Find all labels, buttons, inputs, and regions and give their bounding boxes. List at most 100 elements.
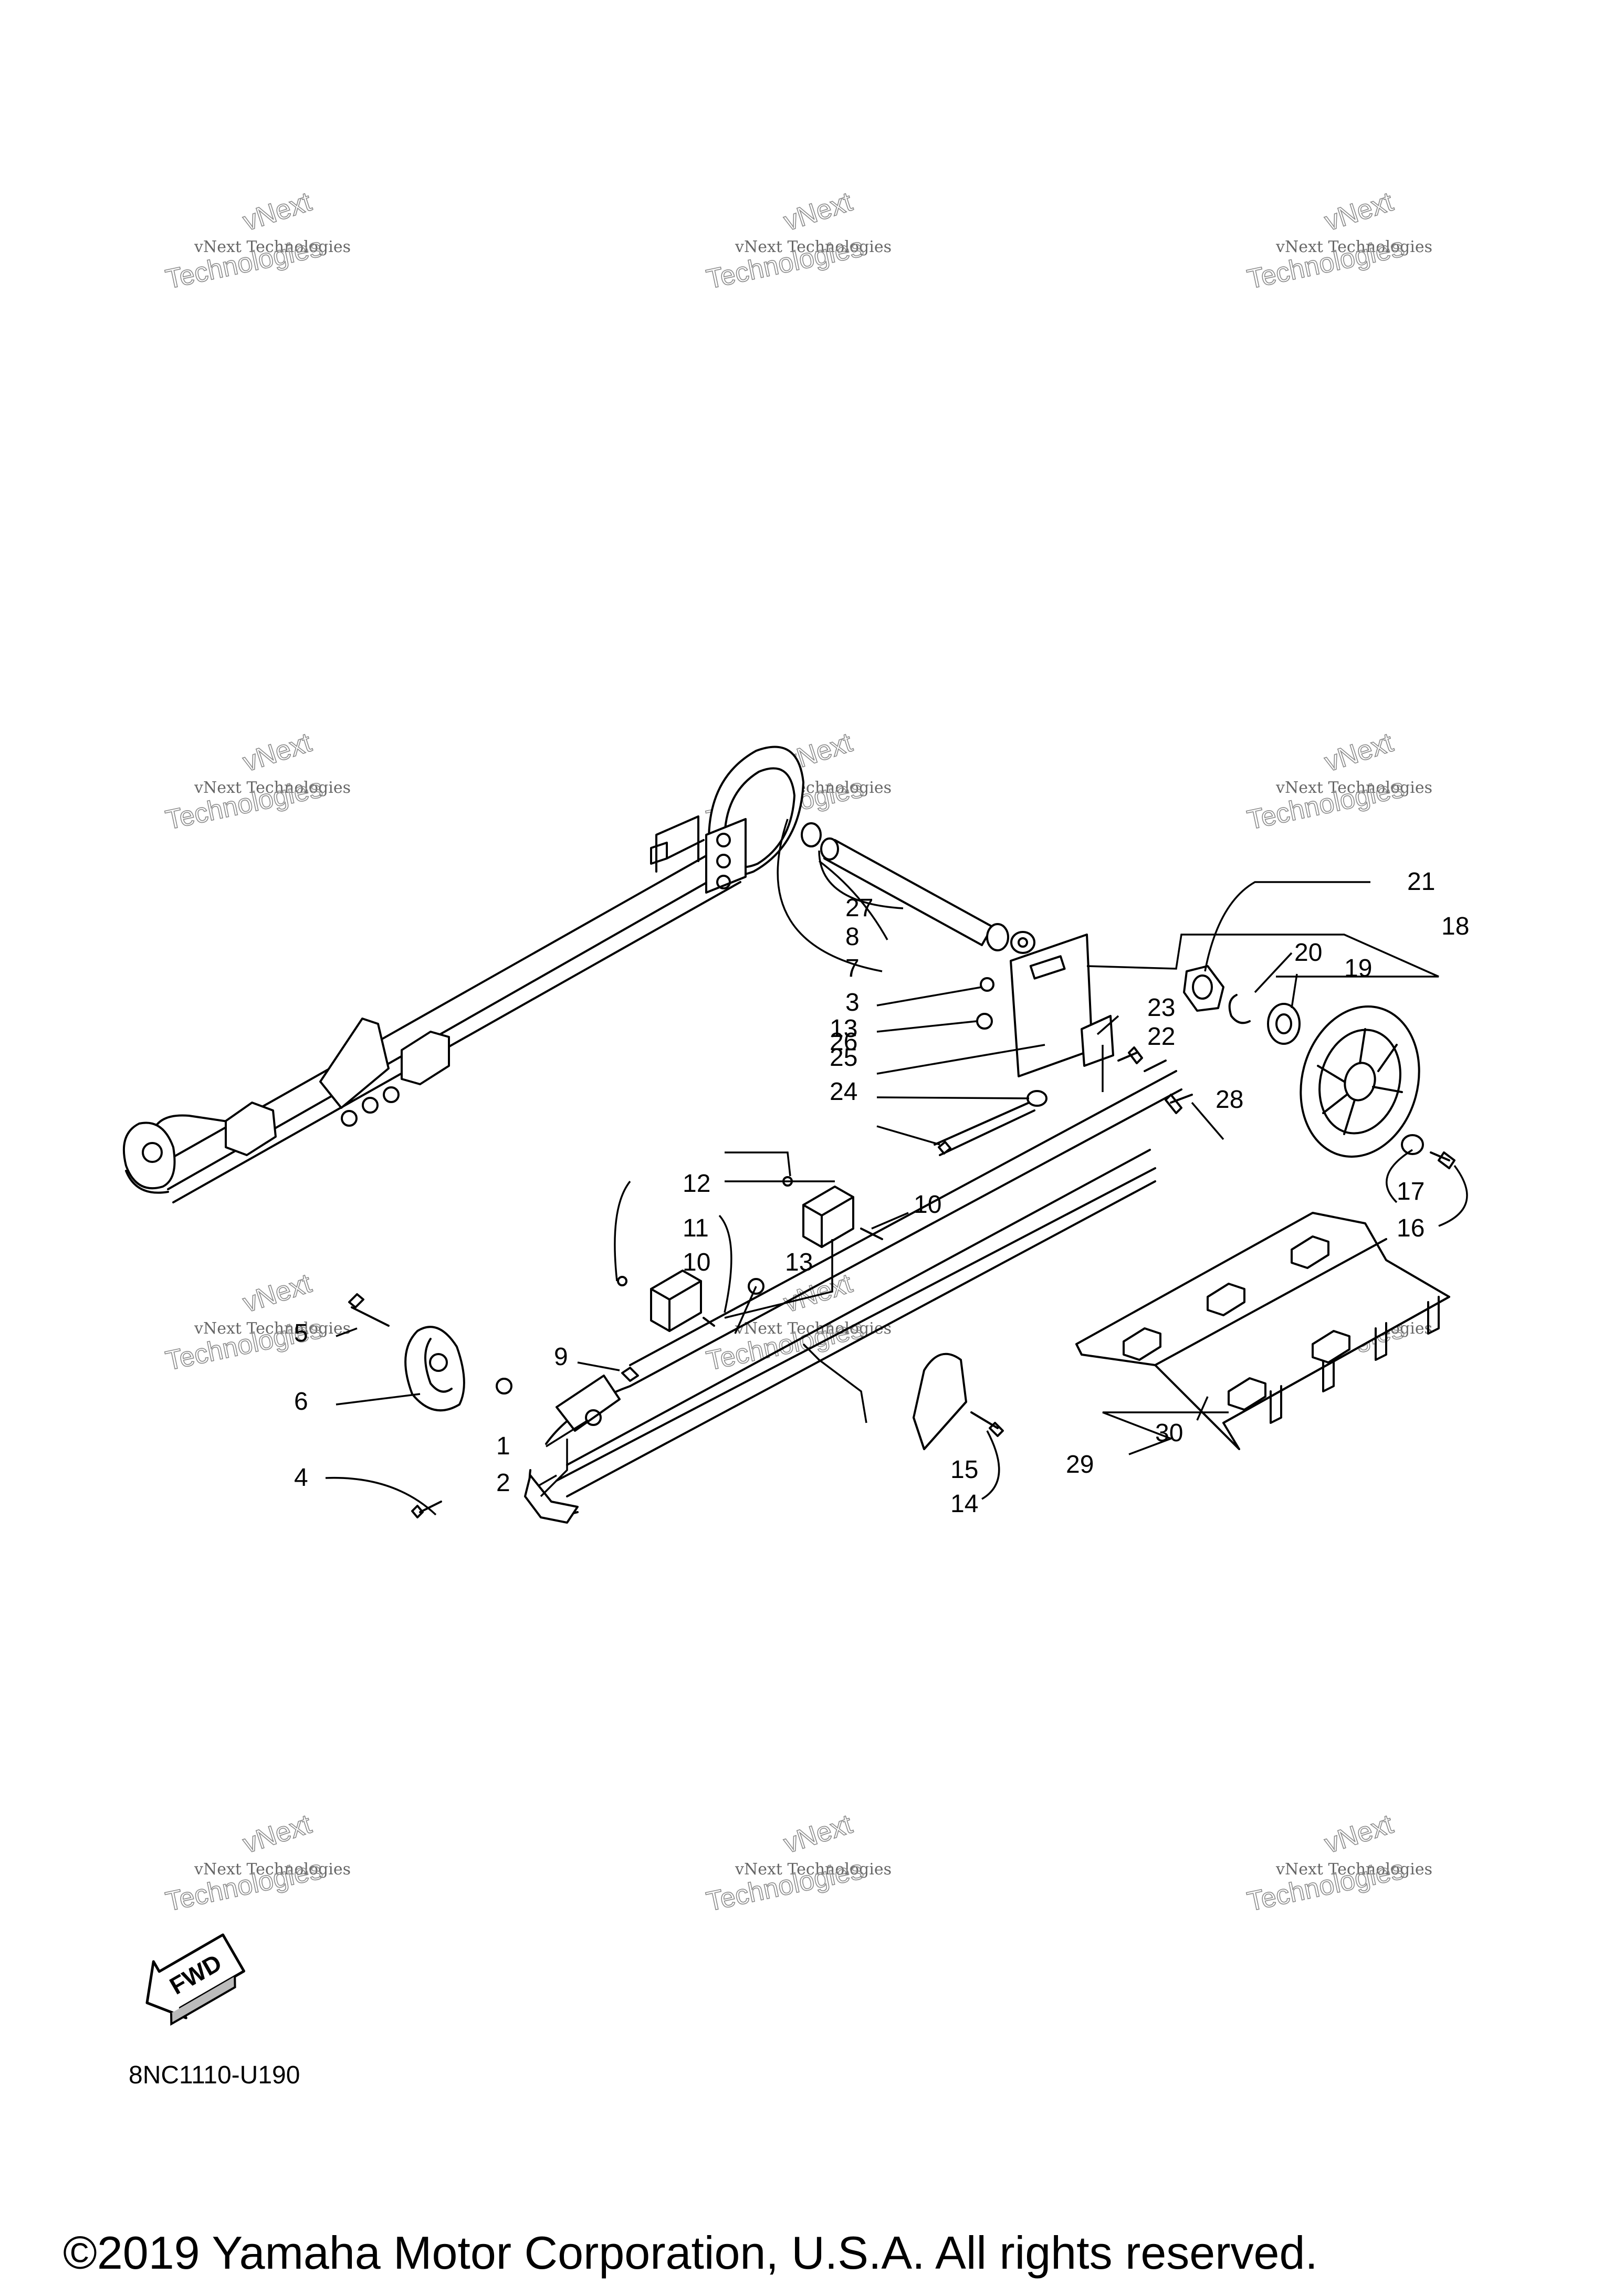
nut-25 bbox=[1027, 1090, 1048, 1107]
watermark-vnext: vNext bbox=[239, 727, 316, 778]
callout-14: 14 bbox=[950, 1490, 978, 1518]
watermark: vNext Technologies vNext Technologies bbox=[1244, 1808, 1432, 1917]
idler-wheel-assembly bbox=[1183, 965, 1455, 1169]
watermark-vnext: vNext bbox=[239, 1268, 316, 1318]
callout-15: 15 bbox=[950, 1456, 978, 1484]
side-plate bbox=[1010, 934, 1093, 1077]
callout-5: 5 bbox=[294, 1319, 308, 1347]
callout-23: 23 bbox=[1147, 994, 1175, 1022]
callout-18: 18 bbox=[1441, 913, 1469, 940]
watermark: vNext Technologies vNext Technologies bbox=[704, 1808, 892, 1917]
watermark-small: vNext Technologies bbox=[194, 779, 351, 797]
callout-12: 12 bbox=[683, 1170, 710, 1198]
watermark: vNext Technologies vNext Technologies bbox=[163, 1808, 351, 1917]
callout-6: 6 bbox=[294, 1388, 308, 1416]
callout-21: 21 bbox=[1407, 868, 1435, 896]
watermark-small: vNext Technologies bbox=[194, 1860, 351, 1879]
nut-9-left bbox=[496, 1378, 512, 1395]
bearing-19 bbox=[1267, 1003, 1301, 1045]
watermark-small: vNext Technologies bbox=[1275, 779, 1432, 797]
callout-labels: 1 2 3 4 5 6 7 8 9 10 10 11 12 13 13 14 1… bbox=[294, 868, 1469, 1518]
watermark: vNext Technologies vNext Technologies bbox=[1244, 186, 1432, 295]
fwd-arrow-icon: FWD bbox=[145, 1933, 246, 2026]
washer-17 bbox=[1401, 1134, 1424, 1155]
track-section bbox=[1075, 1212, 1450, 1450]
callout-13-upper: 13 bbox=[830, 1015, 857, 1043]
stopper-blocks bbox=[617, 1176, 883, 1332]
callout-26: 26 bbox=[830, 1028, 857, 1056]
watermark-vnext: vNext bbox=[780, 1809, 856, 1859]
watermark-vnext: vNext bbox=[239, 1809, 316, 1859]
clip-30-e bbox=[1312, 1330, 1350, 1364]
callout-7: 7 bbox=[845, 955, 860, 982]
watermark-small: vNext Technologies bbox=[735, 238, 892, 256]
circlip-20 bbox=[1228, 994, 1251, 1024]
watermark-vnext: vNext bbox=[780, 186, 856, 237]
callout-20: 20 bbox=[1294, 939, 1322, 967]
stopper-11-lower bbox=[650, 1270, 702, 1332]
watermark: vNext Technologies vNext Technologies bbox=[163, 186, 351, 295]
watermark: vNext Technologies vNext Technologies bbox=[1244, 727, 1432, 836]
front-wheel-parts bbox=[348, 1278, 764, 1518]
callout-25: 25 bbox=[830, 1044, 857, 1072]
bolt-22 bbox=[1117, 1046, 1143, 1064]
bolt-5 bbox=[348, 1293, 390, 1327]
callout-29: 29 bbox=[1066, 1451, 1094, 1479]
watermark-vnext: vNext bbox=[1321, 727, 1397, 778]
callout-30: 30 bbox=[1155, 1419, 1183, 1447]
watermark-vnext: vNext bbox=[1321, 186, 1397, 237]
watermark: vNext Technologies vNext Technologies bbox=[163, 1267, 351, 1377]
clip-30-d bbox=[1228, 1377, 1266, 1411]
nut-13-upper bbox=[976, 1013, 993, 1030]
nut-9 bbox=[621, 1367, 639, 1382]
right-slide-rail bbox=[524, 1060, 1193, 1524]
callout-19: 19 bbox=[1344, 955, 1372, 982]
stopper-11-upper bbox=[802, 1186, 854, 1248]
watermark-small: vNext Technologies bbox=[1275, 1860, 1432, 1879]
copyright-notice: ©2019 Yamaha Motor Corporation, U.S.A. A… bbox=[63, 2227, 1318, 2279]
watermark: vNext Technologies vNext Technologies bbox=[704, 1267, 892, 1377]
bolt-14 bbox=[970, 1411, 1004, 1437]
center-bracket bbox=[934, 934, 1143, 1156]
bracket-15 bbox=[913, 1353, 1004, 1450]
stopper-block-left-2 bbox=[401, 1031, 450, 1085]
callout-22: 22 bbox=[1147, 1023, 1175, 1051]
watermark-vnext: vNext bbox=[1321, 1809, 1397, 1859]
callout-10-lower: 10 bbox=[683, 1249, 710, 1276]
diagram-code: 8NC1110-U190 bbox=[129, 2061, 300, 2089]
idler-wheel-18 bbox=[1300, 1005, 1420, 1158]
left-slide-rail bbox=[122, 746, 822, 1203]
callout-8: 8 bbox=[845, 923, 860, 951]
wheel-6 bbox=[404, 1326, 465, 1412]
callout-10-upper: 10 bbox=[914, 1191, 941, 1219]
watermark-vnext: vNext bbox=[239, 186, 316, 237]
callout-1: 1 bbox=[496, 1432, 510, 1460]
watermark-small: vNext Technologies bbox=[194, 1319, 351, 1338]
bolt-24 bbox=[934, 1102, 1035, 1156]
clip-30-b bbox=[1207, 1283, 1245, 1316]
clip-30-a bbox=[1123, 1327, 1161, 1361]
callout-24: 24 bbox=[830, 1078, 857, 1106]
nut-3 bbox=[980, 977, 994, 992]
callout-4: 4 bbox=[294, 1464, 308, 1492]
watermark-small: vNext Technologies bbox=[735, 1319, 892, 1338]
front-wheel-left bbox=[122, 1121, 176, 1190]
watermark: vNext Technologies vNext Technologies bbox=[163, 727, 351, 836]
bolt-16 bbox=[1430, 1151, 1455, 1169]
watermark: vNext Technologies vNext Technologies bbox=[704, 186, 892, 295]
watermark-small: vNext Technologies bbox=[194, 238, 351, 256]
bearing-21 bbox=[1183, 965, 1224, 1012]
callout-16: 16 bbox=[1397, 1214, 1425, 1242]
bolt-28 bbox=[1165, 1094, 1182, 1114]
callout-28: 28 bbox=[1216, 1086, 1243, 1114]
callout-2: 2 bbox=[496, 1469, 510, 1497]
callout-11: 11 bbox=[683, 1214, 709, 1242]
clip-30-c bbox=[1291, 1235, 1329, 1269]
washer-7 bbox=[1010, 931, 1035, 954]
slide-tip-1 bbox=[556, 1375, 621, 1432]
callout-3: 3 bbox=[845, 989, 860, 1016]
rail-end-2 bbox=[524, 1474, 579, 1524]
callout-17: 17 bbox=[1397, 1178, 1425, 1205]
bracket-left bbox=[319, 1018, 390, 1109]
